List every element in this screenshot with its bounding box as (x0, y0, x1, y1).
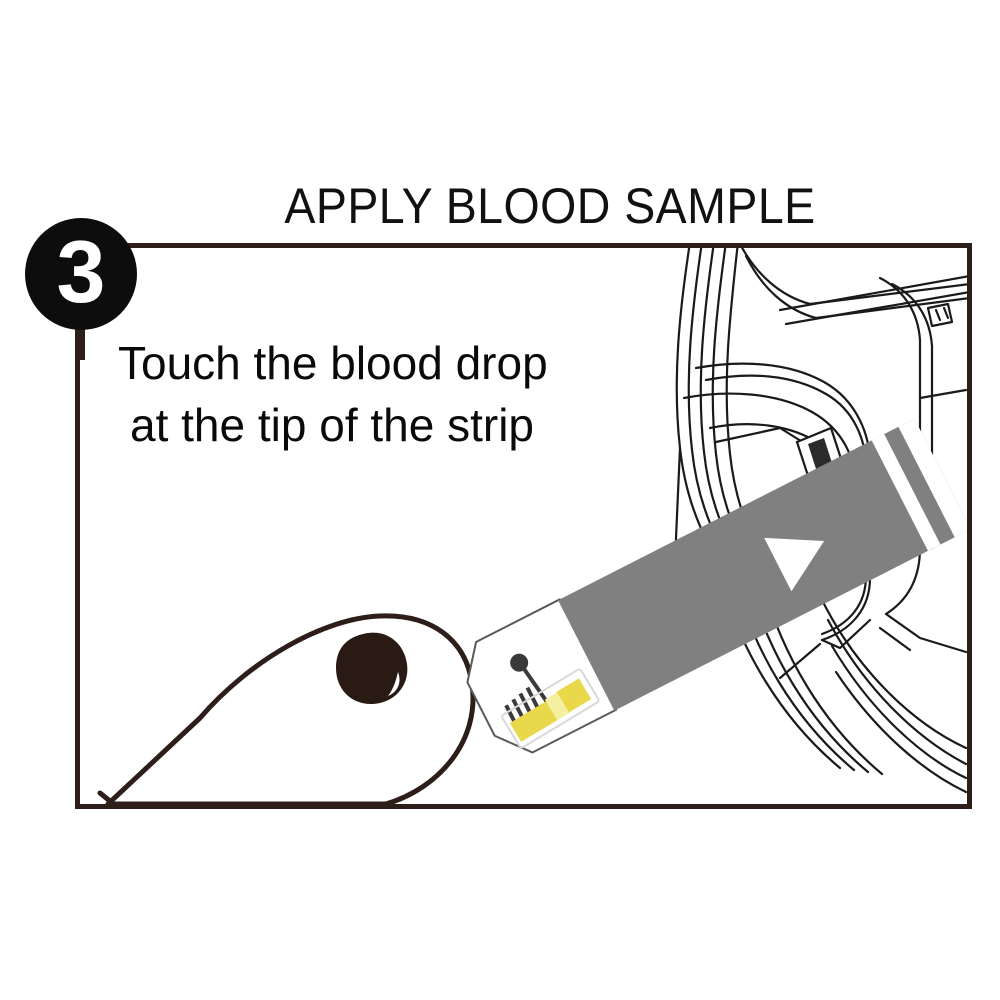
test-strip (466, 418, 967, 754)
strip-end-stripe-2 (898, 418, 967, 538)
illustration-frame (75, 243, 972, 809)
badge-stem (80, 320, 85, 360)
strip-body (558, 418, 967, 711)
strip-end-stripe (871, 434, 941, 551)
instruction-line-2: at the tip of the strip (130, 399, 535, 451)
strip-direction-arrow-icon (764, 537, 825, 592)
step-badge: 3 (25, 218, 137, 330)
strip-sample-pin (510, 653, 549, 704)
step-number: 3 (56, 222, 106, 321)
instruction-text: Touch the blood drop at the tip of the s… (118, 332, 548, 456)
strip-contact-pads (501, 668, 600, 749)
illustration-canvas (80, 248, 967, 804)
blood-drop (336, 632, 408, 705)
instruction-line-1: Touch the blood drop (118, 337, 548, 389)
page-title: APPLY BLOOD SAMPLE (284, 178, 816, 234)
finger (97, 613, 476, 804)
illustration-artwork (97, 248, 967, 804)
